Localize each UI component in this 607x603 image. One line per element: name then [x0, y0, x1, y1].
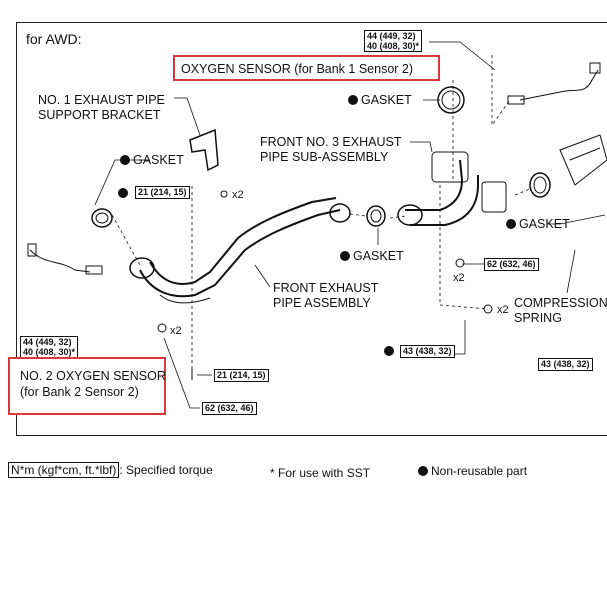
torque-value-sst: 40 (408, 30)* [23, 347, 76, 357]
label-compression-1: COMPRESSION [514, 296, 607, 310]
legend-torque: N*m (kgf*cm, ft.*lbf): Specified torque [8, 462, 213, 478]
gasket-left [91, 208, 113, 228]
legend-unit-desc: : Specified torque [119, 463, 213, 477]
label-no2-oxygen-sensor-1: NO. 2 OXYGEN SENSOR [20, 369, 166, 383]
label-gasket-right: GASKET [506, 217, 570, 232]
torque-value: 44 (449, 32) [23, 337, 72, 347]
torque-spec-44-bottom: 44 (449, 32) 40 (408, 30)* [20, 336, 79, 358]
quantity-x2: x2 [232, 189, 244, 201]
highlight-box-oxygen-sensor-1 [173, 55, 440, 81]
label-compression-2: SPRING [514, 311, 562, 325]
torque-spec-43-middle: 43 (438, 32) [400, 345, 455, 358]
torque-row-43 [384, 344, 397, 359]
gasket-middle [366, 205, 386, 227]
label-front-exhaust-2: PIPE ASSEMBLY [273, 296, 371, 310]
quantity-x2: x2 [497, 304, 509, 316]
label-gasket-left: GASKET [120, 153, 184, 168]
gasket-right [529, 172, 551, 198]
legend-unit-box: N*m (kgf*cm, ft.*lbf) [8, 462, 120, 478]
oxygen-sensor-1-wire [519, 69, 599, 101]
front-no3-pipe [405, 159, 464, 211]
label-front-no3-2: PIPE SUB-ASSEMBLY [260, 150, 389, 164]
front-exhaust-pipe [139, 209, 341, 298]
torque-spec-43-right: 43 (438, 32) [538, 358, 593, 371]
quantity-x2: x2 [170, 325, 182, 337]
non-reusable-icon [384, 346, 394, 356]
label-oxygen-sensor-bank1: OXYGEN SENSOR (for Bank 1 Sensor 2) [181, 62, 414, 76]
non-reusable-icon [418, 466, 428, 476]
legend-sst: * For use with SST [270, 466, 371, 480]
legend-non-reusable: Non-reusable part [418, 464, 527, 478]
oxygen-sensor-2-wire [29, 249, 91, 273]
pipe-flange-right [329, 203, 351, 223]
torque-spec-62-right: 62 (632, 46) [484, 258, 539, 271]
label-support-bracket-1: NO. 1 EXHAUST PIPE [38, 93, 165, 107]
torque-value: 44 (449, 32) [367, 31, 416, 41]
torque-spec-21-top: 21 (214, 15) [135, 186, 190, 199]
label-front-no3-1: FRONT NO. 3 EXHAUST [260, 135, 402, 149]
label-no2-oxygen-sensor-2: (for Bank 2 Sensor 2) [20, 385, 139, 399]
diagram-header: for AWD: [26, 31, 82, 47]
non-reusable-icon [120, 155, 130, 165]
highlight-box-oxygen-sensor-2 [8, 357, 166, 415]
torque-spec-21-bottom: 21 (214, 15) [214, 369, 269, 382]
non-reusable-icon [118, 188, 128, 198]
label-support-bracket-2: SUPPORT BRACKET [38, 108, 161, 122]
support-bracket [189, 128, 219, 172]
label-gasket-top: GASKET [348, 93, 412, 108]
torque-row-21 [118, 186, 131, 201]
diagram-frame [16, 22, 607, 436]
non-reusable-icon [506, 219, 516, 229]
torque-spec-62-bottom: 62 (632, 46) [202, 402, 257, 415]
non-reusable-icon [348, 95, 358, 105]
quantity-x2: x2 [453, 272, 465, 284]
torque-spec-44-top: 44 (449, 32) 40 (408, 30)* [364, 30, 423, 52]
exhaust-drawing [27, 41, 607, 409]
label-gasket-middle: GASKET [340, 249, 404, 264]
non-reusable-icon [340, 251, 350, 261]
torque-value-sst: 40 (408, 30)* [367, 41, 420, 51]
label-front-exhaust-1: FRONT EXHAUST [273, 281, 379, 295]
pipe-flange-left [129, 257, 155, 279]
